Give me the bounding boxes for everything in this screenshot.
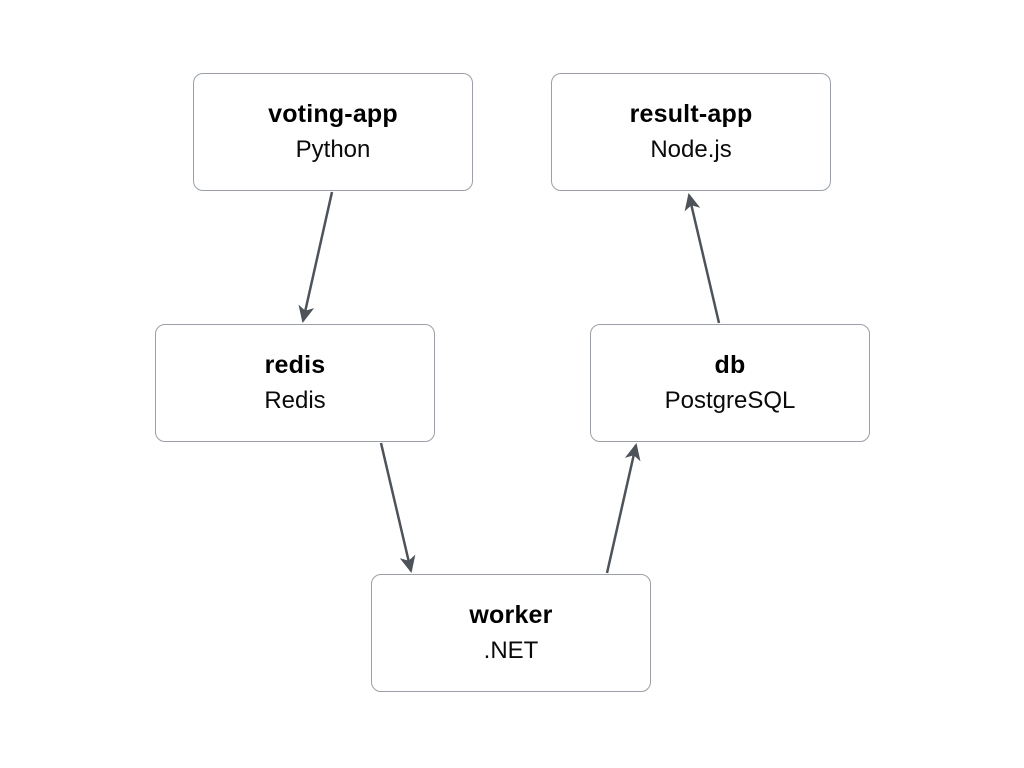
node-subtitle: Node.js bbox=[650, 136, 732, 163]
node-title: redis bbox=[264, 351, 326, 379]
edge-voting-app-to-redis bbox=[298, 191, 334, 323]
node-title: db bbox=[714, 351, 746, 379]
node-title: voting-app bbox=[268, 100, 398, 128]
node-redis: redis Redis bbox=[155, 324, 435, 442]
edge-db-to-result-app bbox=[684, 193, 721, 324]
edge-worker-to-db bbox=[605, 443, 641, 574]
edge-redis-to-worker bbox=[379, 442, 416, 573]
node-subtitle: Redis bbox=[264, 387, 326, 414]
node-voting-app: voting-app Python bbox=[193, 73, 473, 191]
node-result-app: result-app Node.js bbox=[551, 73, 831, 191]
node-subtitle: PostgreSQL bbox=[664, 387, 796, 414]
node-subtitle: Python bbox=[295, 136, 371, 163]
node-title: result-app bbox=[629, 100, 753, 128]
node-title: worker bbox=[469, 601, 553, 629]
node-worker: worker .NET bbox=[371, 574, 651, 692]
node-db: db PostgreSQL bbox=[590, 324, 870, 442]
node-subtitle: .NET bbox=[483, 637, 539, 664]
